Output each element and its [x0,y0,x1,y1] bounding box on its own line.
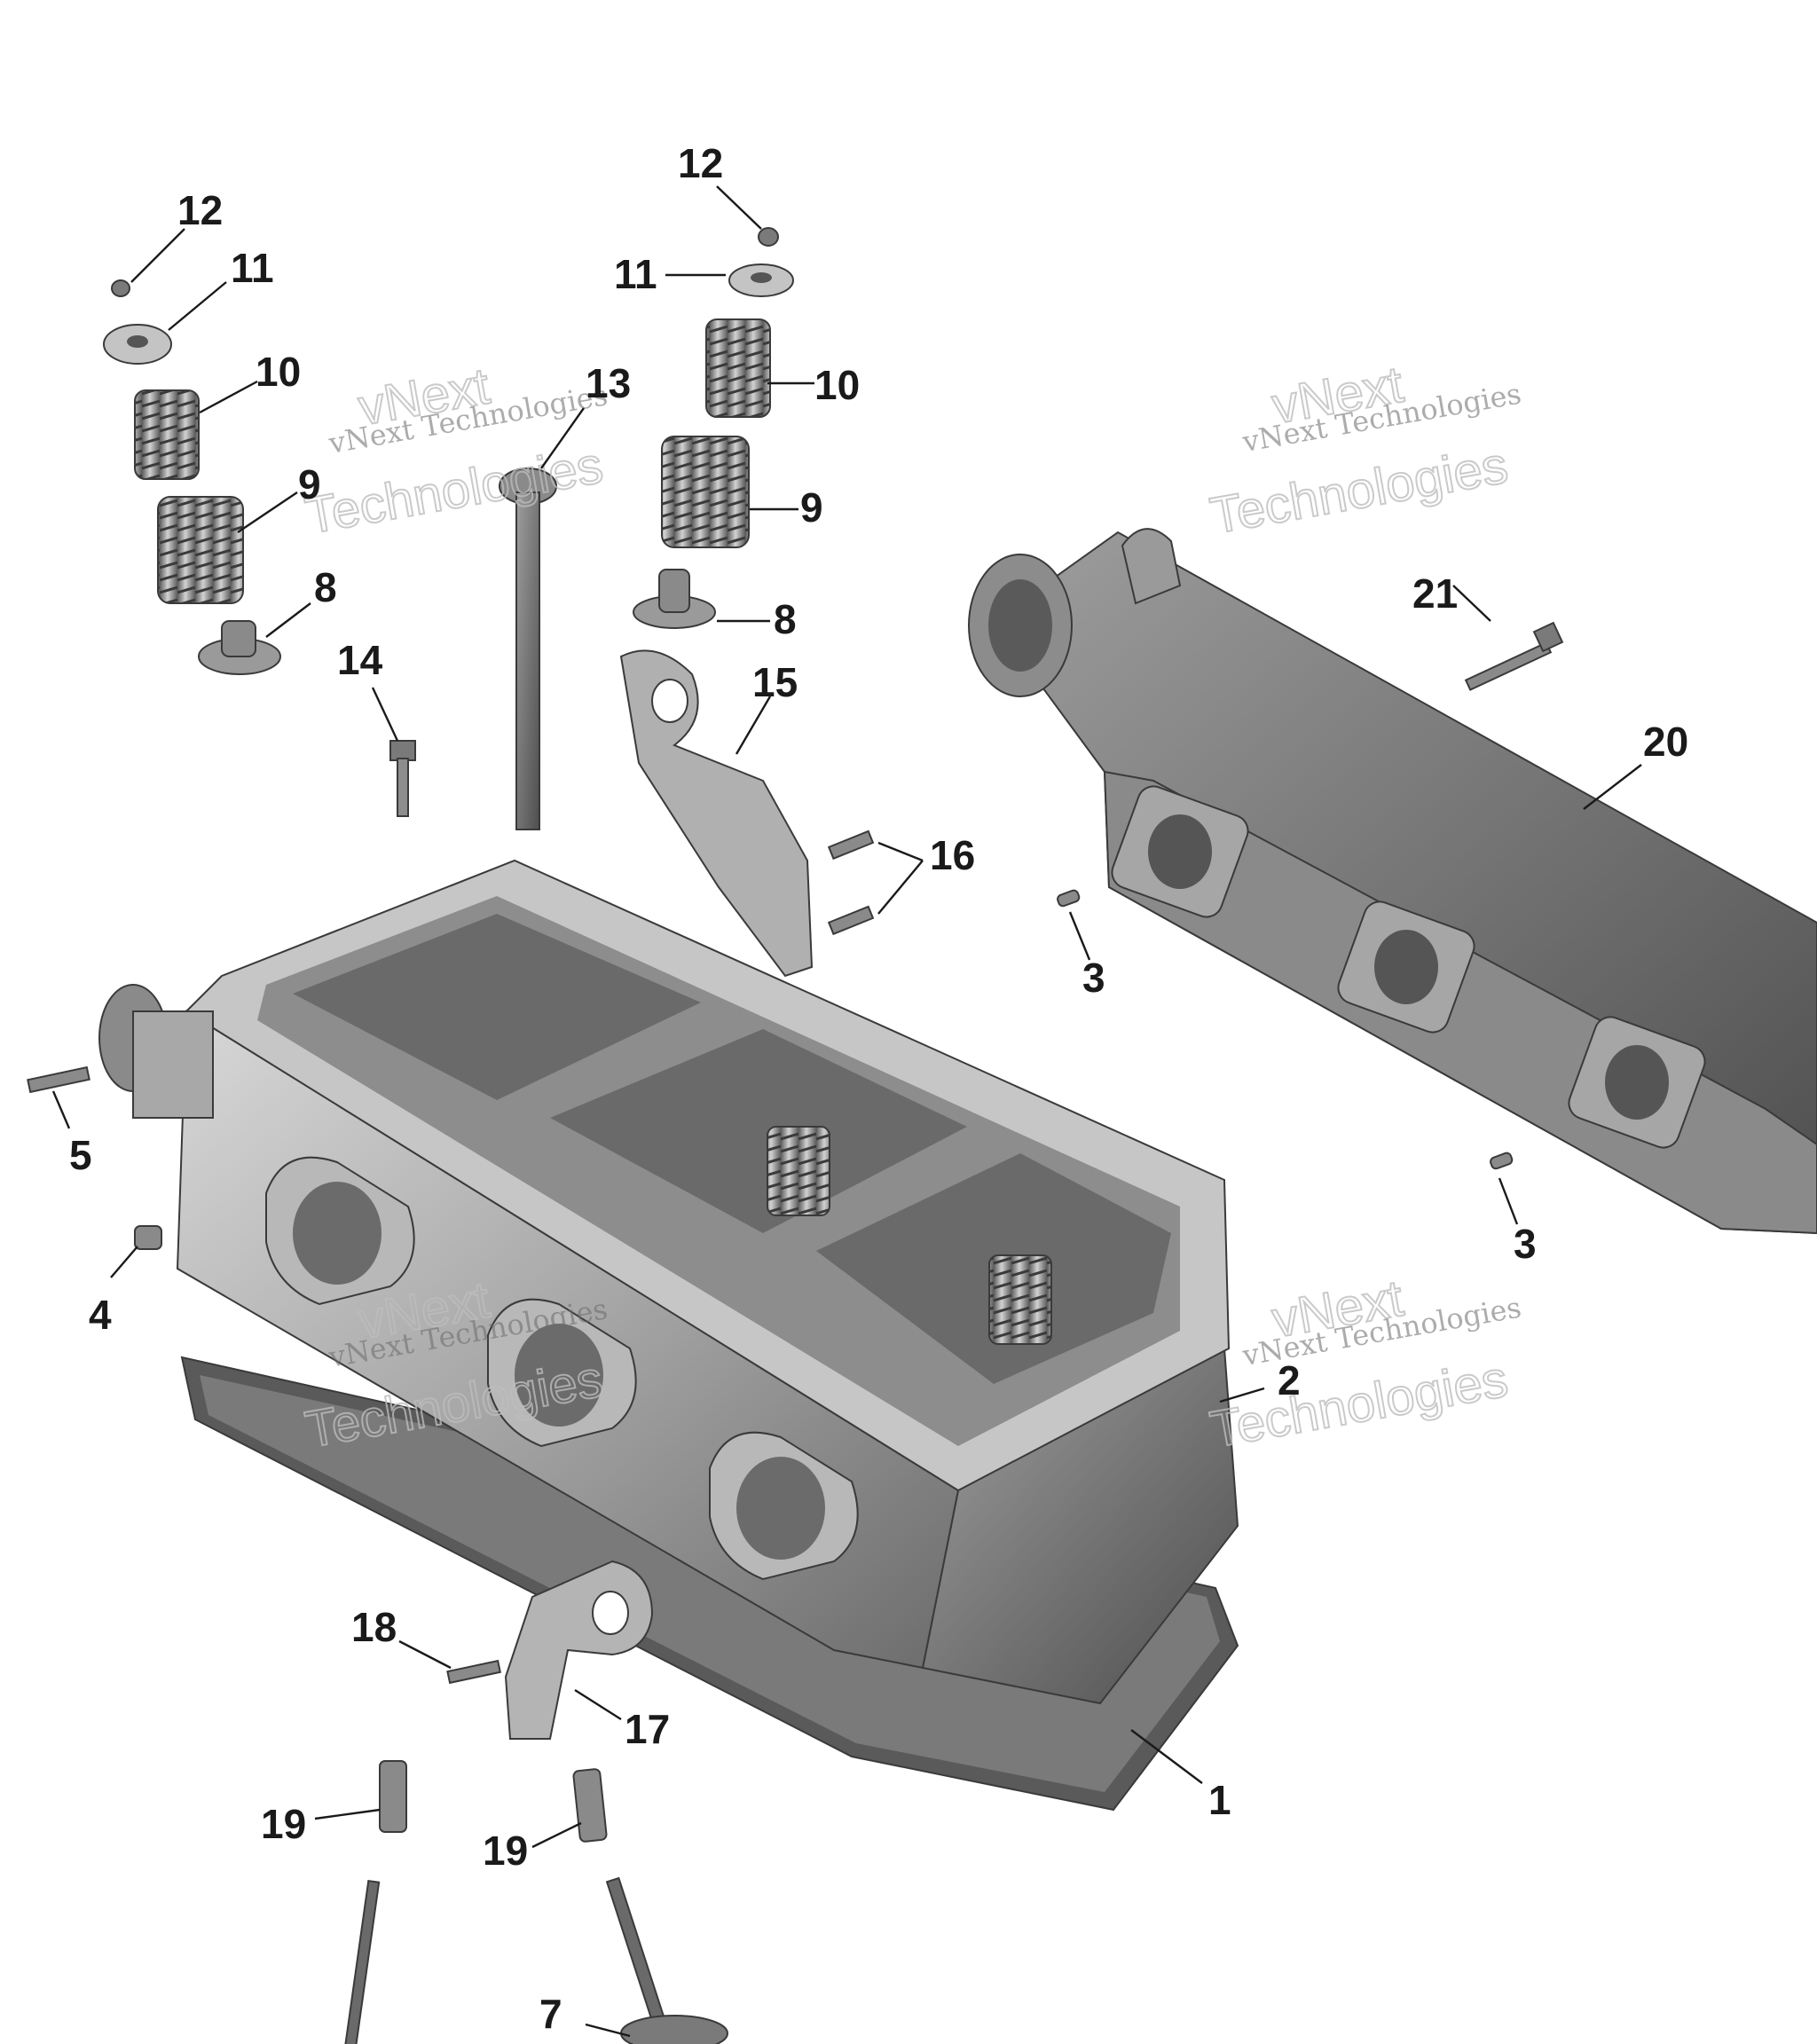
watermark-group-1: vNext vNext Technologies Technologies [300,356,610,546]
callout-8-left: 8 [314,564,337,610]
callout-7: 7 [539,1991,562,2037]
valves-7 [343,1876,728,2044]
callout-numbers: 12 11 10 9 8 14 13 12 11 10 9 8 15 16 21… [69,140,1688,2037]
bolt-14 [389,740,416,817]
callout-4: 4 [89,1292,112,1338]
callout-10-left: 10 [256,349,301,395]
callout-3-upper: 3 [1082,955,1105,1001]
head-bolt-13 [499,468,557,830]
watermark-group-4: vNext vNext Technologies Technologies [1205,1269,1523,1460]
valve-keeper-left [111,279,130,297]
bolt-18 [446,1659,502,1685]
callout-14: 14 [337,637,383,683]
callout-11-left: 11 [231,245,274,291]
callout-17: 17 [625,1706,670,1752]
inner-spring-left [134,389,200,480]
retainer-right [728,263,794,297]
watermark-group-2: vNext vNext Technologies Technologies [1205,355,1523,546]
lower-bracket [504,1560,654,1740]
callout-11-right: 11 [614,251,657,297]
outer-spring-right [661,436,750,548]
callout-13: 13 [586,360,631,406]
callout-20: 20 [1643,719,1688,765]
callout-12-right: 12 [678,140,723,186]
dowel-pins-3 [1057,889,1514,1170]
callout-10-right: 10 [814,362,860,408]
dowel-4 [134,1225,162,1250]
callout-18: 18 [351,1604,397,1650]
retainer-left [103,324,172,365]
callout-15: 15 [752,659,798,705]
callout-5: 5 [69,1132,92,1178]
callout-12-left: 12 [177,187,223,233]
callout-3-lower: 3 [1514,1221,1537,1267]
lifting-bracket-15 [619,649,814,978]
bolt-21 [1464,621,1564,691]
callout-19-left: 19 [261,1801,306,1847]
bolts-16 [827,829,875,936]
callout-16: 16 [930,832,975,878]
callout-9-right: 9 [800,484,823,531]
callout-19-right: 19 [483,1828,528,1874]
head-gasket [180,1356,1239,1812]
inner-spring-right [705,318,771,418]
callout-21: 21 [1412,570,1458,617]
valve-guides-19 [379,1760,608,1843]
valve-keeper-right [758,227,779,247]
bolt-5 [27,1065,90,1094]
outer-spring-left [157,496,244,604]
cylinder-head [98,859,1239,1705]
callout-1: 1 [1208,1777,1231,1823]
callout-8-right: 8 [774,596,797,642]
valve-seal-right [633,569,716,629]
callout-2: 2 [1278,1357,1301,1403]
leader-lines [51,185,1642,2038]
callout-9-left: 9 [298,461,321,507]
exhaust-manifold [968,528,1817,1235]
valve-seal-left [198,620,281,675]
